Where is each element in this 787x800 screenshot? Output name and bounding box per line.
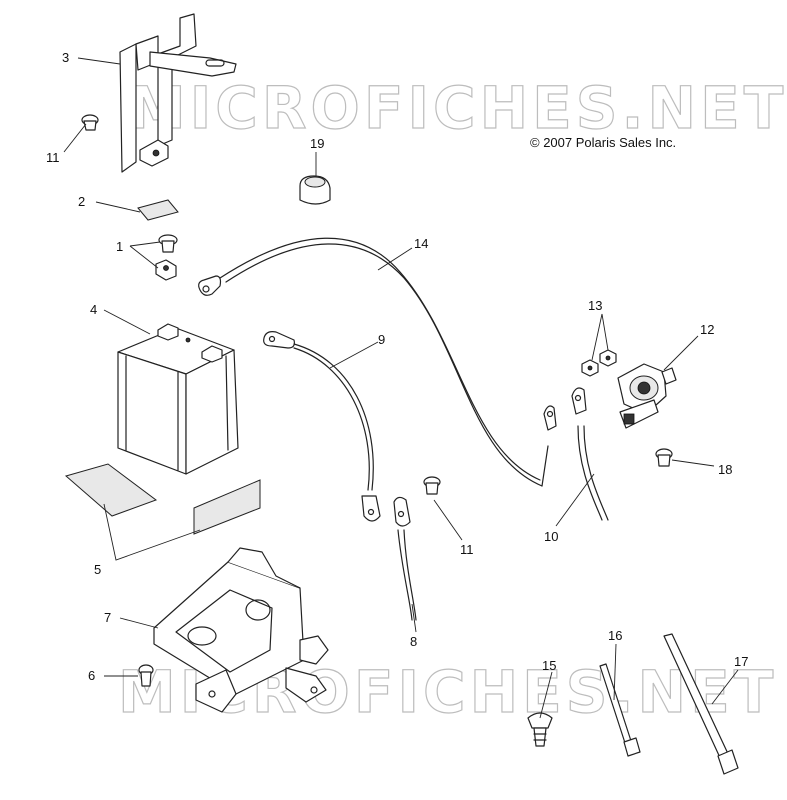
callout-6: 6 bbox=[88, 668, 95, 683]
part-14-terminal-left bbox=[198, 275, 222, 296]
callout-11-top: 11 bbox=[46, 150, 60, 165]
callout-8: 8 bbox=[410, 634, 417, 649]
part-7-tray bbox=[153, 547, 329, 713]
part-8-cable bbox=[393, 496, 417, 621]
part-15-clip bbox=[527, 712, 553, 747]
part-10-cable bbox=[571, 387, 609, 521]
callout-1: 1 bbox=[116, 239, 123, 254]
callout-7: 7 bbox=[104, 610, 111, 625]
part-11-screw-middle bbox=[423, 476, 441, 495]
callout-9: 9 bbox=[378, 332, 385, 347]
callout-10: 10 bbox=[544, 529, 558, 544]
part-19-cap bbox=[299, 175, 331, 205]
part-2-pad bbox=[137, 199, 179, 221]
part-6-screw bbox=[138, 664, 154, 687]
part-18-screw bbox=[655, 448, 673, 467]
callout-2: 2 bbox=[78, 194, 85, 209]
callout-12: 12 bbox=[700, 322, 714, 337]
callout-17: 17 bbox=[734, 654, 748, 669]
part-17-tie-strap bbox=[663, 633, 739, 775]
part-13-nuts bbox=[581, 349, 617, 377]
part-12-solenoid bbox=[617, 363, 677, 429]
callout-13: 13 bbox=[588, 298, 602, 313]
callout-labels: 3 11 2 1 19 4 5 7 6 14 9 8 11 10 13 12 1… bbox=[46, 50, 748, 683]
callout-5: 5 bbox=[94, 562, 101, 577]
copyright-notice: © 2007 Polaris Sales Inc. bbox=[530, 135, 676, 150]
part-5-pads bbox=[64, 463, 261, 535]
callout-11-middle: 11 bbox=[460, 542, 474, 557]
part-3-bracket bbox=[119, 13, 237, 173]
watermark-top: MICROFICHES.NET bbox=[128, 74, 787, 142]
part-16-tie-strap bbox=[599, 663, 641, 757]
part-1-bolt-nut bbox=[155, 234, 178, 281]
part-9-cable bbox=[263, 331, 381, 522]
callout-16: 16 bbox=[608, 628, 622, 643]
part-4-battery bbox=[117, 323, 239, 475]
callout-3: 3 bbox=[62, 50, 69, 65]
callout-14: 14 bbox=[414, 236, 428, 251]
part-14-cable bbox=[219, 237, 557, 487]
callout-15: 15 bbox=[542, 658, 556, 673]
callout-18: 18 bbox=[718, 462, 732, 477]
callout-19: 19 bbox=[310, 136, 324, 151]
leader-lines bbox=[63, 57, 739, 719]
callout-4: 4 bbox=[90, 302, 97, 317]
part-11-screw-top bbox=[81, 114, 99, 131]
